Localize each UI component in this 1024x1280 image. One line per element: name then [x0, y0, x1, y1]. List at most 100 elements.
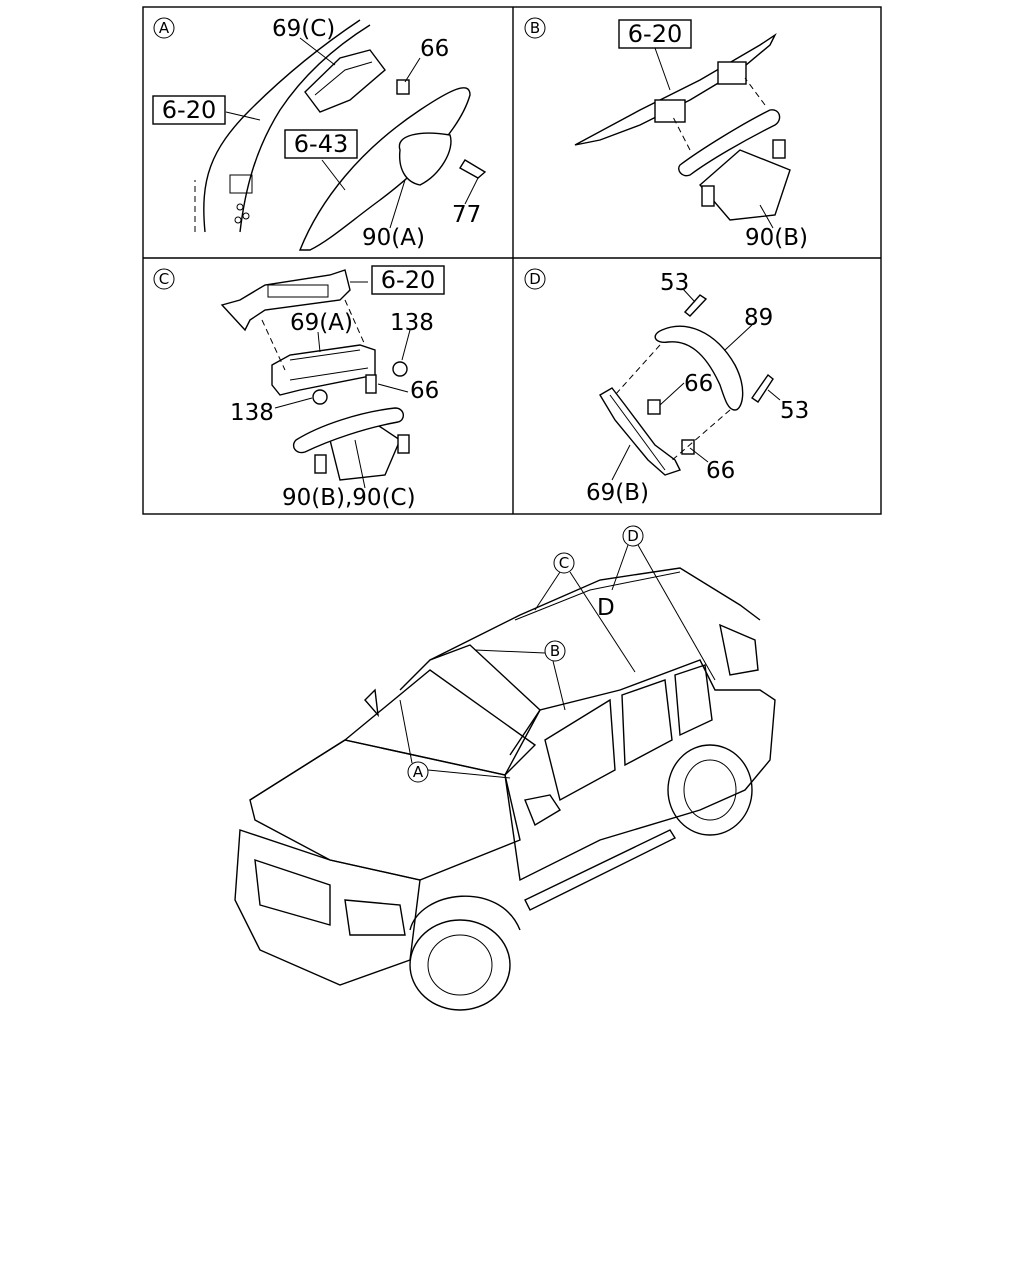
callout-d-circle	[622, 525, 644, 547]
leader-line	[427, 769, 511, 779]
grip-89	[654, 325, 744, 411]
leader-line	[569, 571, 636, 673]
rear-wheel-rim	[683, 759, 737, 821]
bolt-66	[365, 374, 377, 394]
label-53-top: 53	[660, 270, 689, 296]
grip-90bc	[292, 407, 404, 454]
bracket-69c-edge	[314, 61, 373, 96]
roof-line	[429, 567, 761, 661]
leader-line	[377, 383, 409, 393]
headlamp	[344, 899, 406, 936]
bolt-53	[683, 294, 708, 317]
callout-b: B	[550, 642, 560, 660]
assembly-line	[669, 409, 731, 463]
panel-c-marker: C	[159, 270, 169, 288]
grip-90b	[678, 109, 781, 177]
bracket-69b-edge	[609, 394, 666, 471]
bolt-66	[396, 79, 410, 95]
leader-line	[611, 544, 629, 591]
leader-line	[274, 397, 313, 409]
windshield-top	[399, 644, 541, 756]
callout-c: C	[559, 554, 569, 572]
a-pillar-outline	[203, 19, 361, 233]
leader-line	[689, 447, 709, 463]
leader-line	[611, 444, 631, 481]
a-pillar-hole	[234, 216, 242, 224]
label-66-upper: 66	[684, 371, 713, 397]
assembly-line	[344, 299, 366, 346]
panel-b-marker-circle	[524, 17, 546, 39]
panel-a: A 69(C) 66 6-20 6-43 77 90	[152, 16, 487, 251]
front-fascia	[234, 829, 421, 986]
bolt-66	[647, 399, 661, 415]
panel-d: D 53 89 66 53 66 69(B)	[524, 268, 809, 506]
panel-c-marker-circle	[153, 268, 175, 290]
screw	[397, 434, 410, 454]
panel-a-marker: A	[159, 19, 170, 37]
leader-line	[659, 382, 685, 406]
ref-box-6-20	[618, 19, 692, 49]
side-step	[524, 829, 677, 911]
roof-rail	[514, 571, 681, 621]
callout-a-circle	[407, 761, 429, 783]
leader-line	[682, 288, 696, 303]
leader-line	[759, 204, 774, 229]
side-body	[504, 659, 776, 882]
ref-6-20: 6-20	[381, 266, 435, 294]
leader-line	[552, 660, 566, 711]
leader-line	[767, 389, 781, 401]
panel-d-marker-circle	[524, 268, 546, 290]
label-77: 77	[452, 202, 481, 228]
panel-b: B 6-20 90(B)	[524, 17, 808, 251]
a-pillar-inner	[239, 24, 371, 233]
a-pillar-slot	[229, 174, 253, 194]
label-66-lower: 66	[706, 458, 735, 484]
side-mirror	[524, 794, 561, 827]
leader-line	[637, 544, 716, 681]
assembly-line	[261, 319, 286, 371]
label-90a: 90(A)	[362, 225, 425, 251]
rear-wheel	[667, 744, 753, 836]
roof-rail	[574, 32, 777, 146]
roof-frame	[220, 269, 351, 332]
leader-line	[401, 329, 411, 361]
callout-c-circle	[553, 552, 575, 574]
hood	[249, 739, 521, 881]
screw	[772, 139, 786, 159]
grille	[254, 858, 331, 926]
panel-grid-frame	[142, 6, 882, 515]
rear-door-window	[621, 679, 673, 767]
wheel-arch	[409, 895, 521, 931]
rail-bracket	[717, 61, 747, 85]
leader-line	[464, 177, 479, 205]
garnish-6-43	[298, 87, 471, 251]
screw-77	[459, 159, 487, 179]
callout-b-circle	[544, 640, 566, 662]
label-53-right: 53	[780, 398, 809, 424]
ref-box-6-20	[371, 265, 445, 295]
callout-d: D	[627, 527, 639, 545]
label-89: 89	[744, 305, 773, 331]
nut-138	[392, 361, 408, 377]
front-wheel	[409, 919, 511, 1011]
bracket-69b	[599, 387, 681, 476]
ref-box-6-20	[152, 95, 226, 125]
rear-window	[719, 623, 759, 676]
front-wheel-rim	[427, 934, 493, 996]
label-69a: 69(A)	[290, 310, 353, 336]
leader-line	[299, 37, 336, 66]
hood-edge	[249, 739, 346, 801]
antenna	[364, 688, 379, 718]
leader-line	[389, 179, 406, 229]
panel-a-marker-circle	[153, 17, 175, 39]
bracket-69a-edge	[289, 349, 361, 361]
bracket-69a	[271, 344, 376, 396]
panel-c: C 6-20 69(A) 138 66 138 90(B),90(C)	[153, 265, 445, 511]
roof-frame-slot	[267, 284, 329, 298]
bracket-69c	[304, 49, 386, 113]
leader-line	[399, 699, 413, 764]
screw	[314, 454, 327, 474]
panel-b-marker: B	[530, 19, 540, 37]
ref-6-20: 6-20	[162, 96, 216, 124]
leader-line	[654, 47, 671, 91]
